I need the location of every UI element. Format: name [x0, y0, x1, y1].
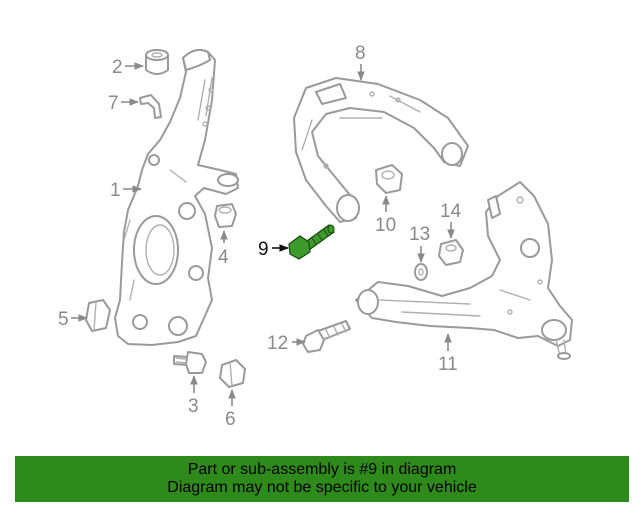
callout-2: 2	[112, 57, 123, 78]
callout-6: 6	[225, 409, 236, 430]
callout-7: 7	[108, 93, 119, 114]
part-7-clip	[139, 94, 162, 119]
callout-9-highlighted: 9	[258, 239, 269, 260]
banner-line-2: Diagram may not be specific to your vehi…	[167, 479, 477, 496]
part-2-bushing	[145, 49, 169, 75]
part-14-nut	[438, 239, 464, 266]
part-9-bolt-highlighted	[288, 224, 335, 260]
callout-1: 1	[110, 180, 121, 201]
part-11-lower-arm	[355, 181, 573, 360]
callout-13: 13	[409, 224, 430, 245]
leader-lines	[71, 62, 455, 406]
part-6-nut	[219, 359, 246, 388]
banner-line-1: Part or sub-assembly is #9 in diagram	[187, 461, 457, 478]
part-1-knuckle	[114, 49, 239, 346]
part-8-upper-arm	[293, 77, 469, 223]
callout-14: 14	[440, 201, 462, 222]
callout-4: 4	[218, 247, 229, 268]
callout-8: 8	[355, 43, 366, 64]
part-13-washer	[414, 263, 428, 281]
callout-11: 11	[438, 354, 458, 375]
part-3-bolt	[173, 351, 207, 374]
info-banner: Part or sub-assembly is #9 in diagram Di…	[15, 456, 629, 502]
callout-12: 12	[267, 333, 288, 354]
callout-5: 5	[58, 309, 69, 330]
part-10-bushing	[375, 164, 403, 194]
callout-10: 10	[375, 215, 396, 236]
part-5-nut	[85, 299, 111, 332]
part-12-bolt	[302, 320, 351, 353]
part-4-nut	[214, 203, 237, 228]
callout-3: 3	[188, 396, 199, 417]
